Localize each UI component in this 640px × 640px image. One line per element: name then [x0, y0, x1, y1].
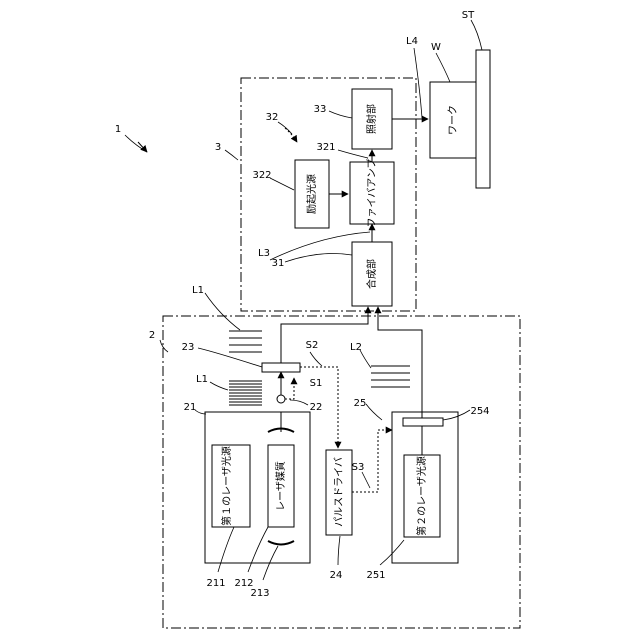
ref-213: 213 — [250, 588, 269, 599]
ref-s2: S2 — [306, 340, 319, 351]
group-32-arrow — [285, 128, 297, 142]
ref-23: 23 — [182, 342, 195, 353]
beam-23-to-combiner — [281, 307, 368, 363]
emitter-text: 照射部 — [365, 104, 378, 134]
combiner-text: 合成部 — [365, 259, 378, 289]
ref-amp-unit: 3 — [215, 142, 221, 153]
signal-s1-path — [285, 378, 294, 399]
ref-211: 211 — [206, 578, 225, 589]
pulse-train-l1-dense — [229, 381, 262, 405]
ref-31: 31 — [272, 258, 285, 269]
ref-stage: ST — [462, 10, 475, 21]
ref-l3: L3 — [258, 248, 270, 259]
ref-25: 25 — [354, 398, 367, 409]
stage-block — [476, 50, 490, 188]
laser-medium-text: レーザ媒質 — [274, 461, 287, 511]
sensor-22 — [277, 395, 285, 403]
second-laser-light-source-text: 第２のレーザ光源 — [415, 456, 428, 536]
ref-source-unit: 2 — [149, 330, 155, 341]
ref-l1-bottom: L1 — [196, 374, 208, 385]
element-254 — [403, 418, 443, 426]
ref-work: W — [431, 42, 441, 53]
work-text: ワーク — [447, 105, 459, 135]
signal-s3-path — [352, 430, 392, 492]
modulator-23 — [262, 363, 300, 372]
ref-s3: S3 — [352, 462, 365, 473]
ref-321: 321 — [316, 142, 335, 153]
ref-24: 24 — [330, 570, 343, 581]
ref-251: 251 — [366, 570, 385, 581]
pulse-driver-text: パルスドライバ — [333, 457, 345, 527]
ref-33: 33 — [314, 104, 327, 115]
pulse-train-l1-sparse — [229, 331, 262, 352]
ref-322: 322 — [252, 170, 271, 181]
ref-l4: L4 — [406, 36, 418, 47]
ref-254: 254 — [470, 406, 489, 417]
pump-light-source-text: 励起光源 — [305, 174, 318, 214]
ref-22: 22 — [310, 402, 323, 413]
ref-21: 21 — [184, 402, 197, 413]
resonator-mirror-bottom — [268, 541, 294, 545]
ref-system: 1 — [115, 124, 121, 135]
leader-lines — [125, 20, 482, 580]
pulse-train-l2 — [371, 366, 410, 387]
beam-25-to-combiner — [378, 307, 422, 418]
ref-l1-top: L1 — [192, 285, 204, 296]
fiber-amp-text: ファイバアンプ — [366, 158, 378, 227]
first-laser-light-source-text: 第１のレーザ光源 — [220, 446, 233, 526]
ref-s1: S1 — [310, 378, 323, 389]
ref-l2: L2 — [350, 342, 362, 353]
ref-group-32: 32 — [266, 112, 279, 123]
